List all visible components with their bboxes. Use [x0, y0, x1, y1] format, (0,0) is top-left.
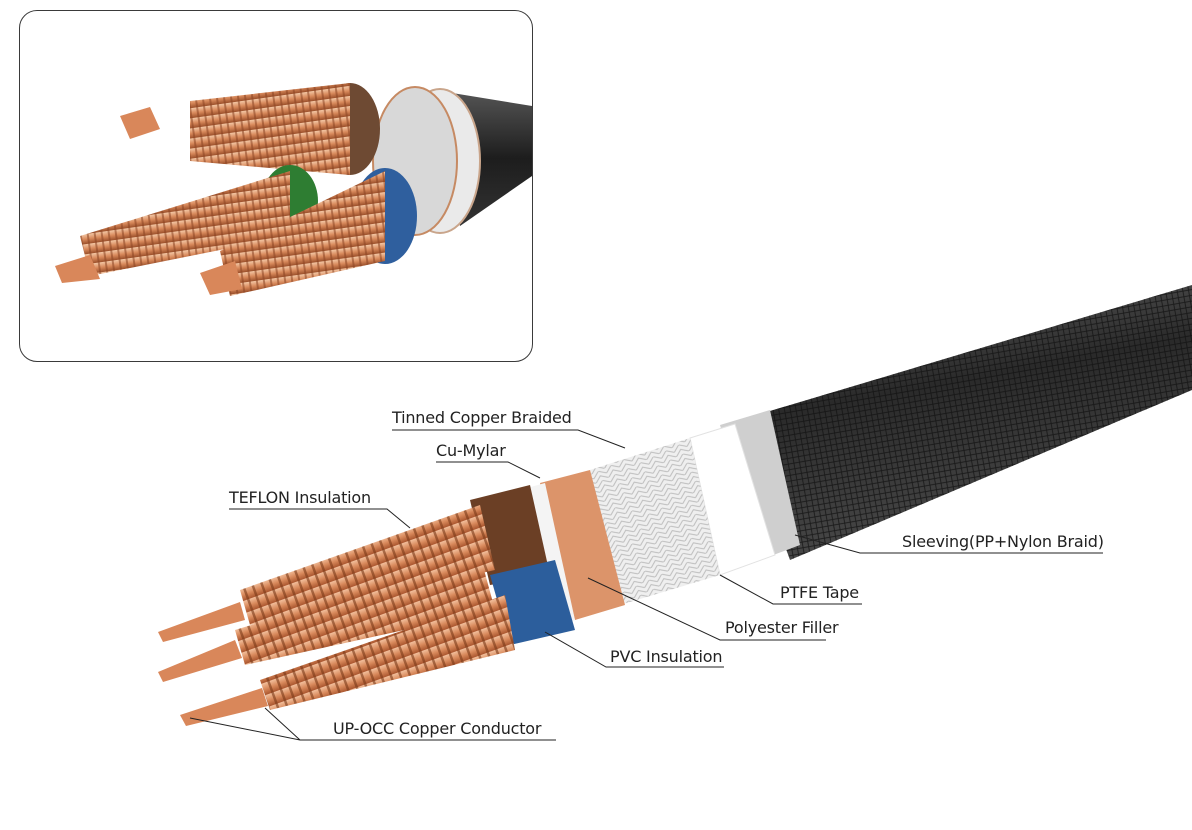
leader-sleeving — [794, 534, 1103, 554]
leader-polyester-filler — [587, 577, 826, 641]
label-tinned-copper-braided: Tinned Copper Braided — [392, 408, 572, 427]
label-ptfe-tape: PTFE Tape — [780, 583, 859, 602]
conductor-tip — [180, 688, 268, 726]
blue-insulation — [490, 560, 575, 645]
label-pvc-insulation: PVC Insulation — [610, 647, 723, 666]
label-sleeving: Sleeving(PP+Nylon Braid) — [902, 532, 1104, 551]
tinned-braid-layer — [590, 438, 720, 605]
inset-conductor-left — [80, 171, 290, 276]
inset-cable-illustration — [55, 83, 532, 296]
leader-lines — [189, 429, 1103, 741]
inset-conductor-top — [190, 83, 350, 175]
leader-tinned-copper-braided — [392, 429, 626, 449]
inset-tip — [120, 107, 160, 139]
leader-cu-mylar — [436, 461, 541, 479]
leader-up-occ-copper-conductor — [189, 707, 556, 741]
sleeve-mesh — [740, 285, 1192, 560]
label-cu-mylar: Cu-Mylar — [436, 441, 506, 460]
conductor-tip — [158, 640, 242, 682]
label-up-occ-copper-conductor: UP-OCC Copper Conductor — [333, 719, 542, 738]
conductor-tip — [158, 602, 245, 642]
leader-teflon-insulation — [229, 508, 411, 529]
leader-pvc-insulation — [544, 631, 724, 668]
ptfe-tape-layer — [689, 423, 776, 576]
cu-mylar-layer — [540, 470, 625, 620]
leader-ptfe-tape — [719, 574, 862, 605]
inset-conductor-right — [220, 171, 385, 296]
inset-tip — [55, 255, 100, 283]
conductor-middle — [235, 555, 495, 665]
label-polyester-filler: Polyester Filler — [725, 618, 839, 637]
inset-closeup-panel — [19, 10, 533, 362]
conductor-top — [240, 505, 495, 625]
label-teflon-insulation: TEFLON Insulation — [229, 488, 371, 507]
inset-tip — [200, 261, 242, 295]
conductor-bottom — [260, 595, 515, 710]
